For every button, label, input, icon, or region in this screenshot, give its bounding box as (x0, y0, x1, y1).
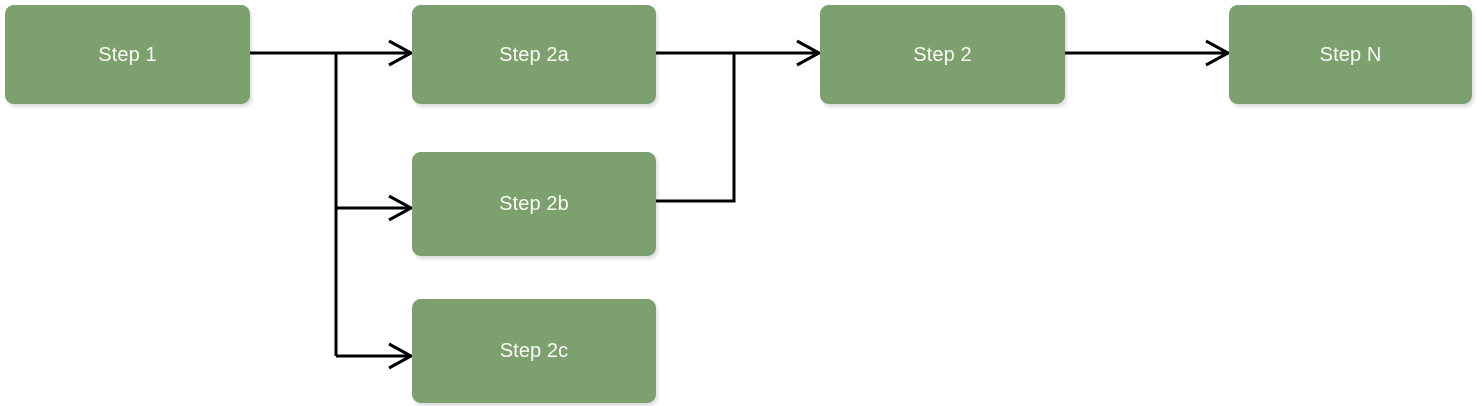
edge-step-2b-to-merge (656, 53, 736, 203)
node-step-2a-label: Step 2a (499, 43, 569, 66)
node-step-2-label: Step 2 (913, 43, 972, 66)
node-step-2c-label: Step 2c (499, 340, 569, 362)
node-step-2a[interactable]: Step 2a (412, 5, 656, 104)
node-step-1[interactable]: Step 1 (5, 5, 250, 104)
arrowhead-into-step-2c (388, 342, 415, 370)
arrowhead-into-step-2 (796, 39, 823, 67)
arrowhead-into-step-2a (388, 39, 415, 67)
node-step-2b[interactable]: Step 2b (412, 152, 656, 256)
node-step-n[interactable]: Step N (1229, 5, 1472, 104)
node-step-2b-label: Step 2b (499, 193, 569, 215)
node-step-1-label: Step 1 (98, 43, 157, 66)
arrowhead-into-step-2b (388, 194, 415, 222)
arrowhead-into-step-n (1205, 39, 1232, 67)
node-step-2[interactable]: Step 2 (820, 5, 1065, 104)
node-step-2c[interactable]: Step 2c (412, 299, 656, 403)
node-step-n-label: Step N (1319, 43, 1382, 66)
